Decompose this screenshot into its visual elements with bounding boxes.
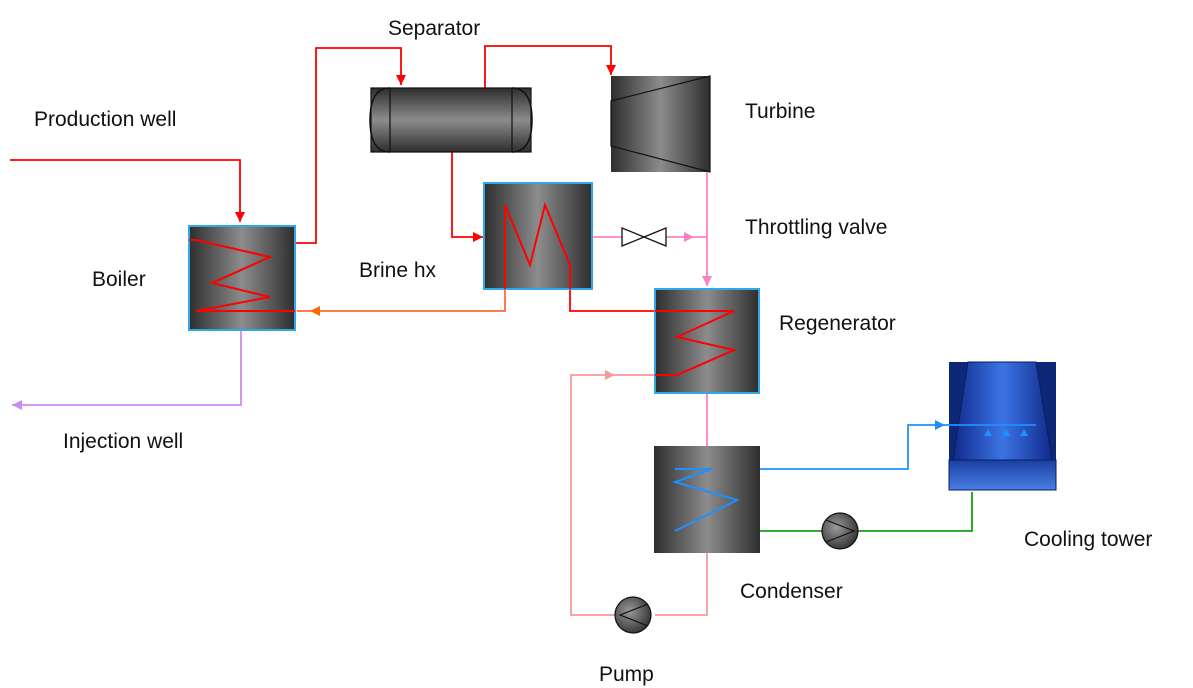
- boiler-to-separator-pipe: [295, 47, 402, 244]
- throttling-valve: [621, 227, 667, 247]
- turbine: [610, 75, 711, 173]
- label-cooling-tower: Cooling tower: [1024, 528, 1152, 551]
- label-injection-well: Injection well: [63, 430, 183, 453]
- arrow-head: [606, 65, 616, 75]
- condensate-pump: [614, 596, 652, 634]
- label-condenser: Condenser: [740, 580, 843, 603]
- separator: [369, 87, 533, 153]
- arrow-head: [684, 232, 694, 242]
- arrow-head: [473, 232, 483, 242]
- injection-well-pipe: [12, 331, 242, 406]
- arrow-head: [935, 420, 945, 430]
- regenerator: [654, 288, 760, 394]
- pump-to-regenerator-pipe: [570, 374, 655, 616]
- arrow-head: [702, 276, 712, 286]
- label-separator: Separator: [388, 17, 480, 40]
- label-production-well: Production well: [34, 108, 176, 131]
- label-brine-hx: Brine hx: [359, 259, 437, 282]
- tower-to-pump-pipe: [858, 492, 973, 532]
- label-pump: Pump: [599, 663, 654, 686]
- label-regenerator: Regenerator: [779, 312, 896, 335]
- cooling-tower: [945, 361, 1057, 491]
- label-throttling-valve: Throttling valve: [745, 216, 887, 239]
- brine-return-pipe: [297, 289, 506, 312]
- brine-hx-to-regenerator-pipe: [569, 289, 655, 312]
- condenser: [654, 446, 760, 553]
- arrow-head: [396, 75, 406, 85]
- cooling-water-pump: [821, 512, 859, 550]
- arrow-head: [605, 370, 615, 380]
- separator-to-brine-hx-pipe: [451, 152, 483, 238]
- arrow-head: [235, 212, 245, 222]
- condenser-to-tower-pipe: [675, 424, 945, 470]
- boiler: [188, 225, 296, 331]
- label-turbine: Turbine: [745, 100, 815, 123]
- condensate-loop-pipe: [655, 553, 708, 616]
- arrow-head: [12, 400, 22, 410]
- separator-to-turbine-pipe: [484, 45, 612, 88]
- label-boiler: Boiler: [92, 268, 146, 291]
- arrow-head: [310, 306, 320, 316]
- production-well-pipe: [10, 159, 241, 222]
- brine-hx: [483, 182, 593, 290]
